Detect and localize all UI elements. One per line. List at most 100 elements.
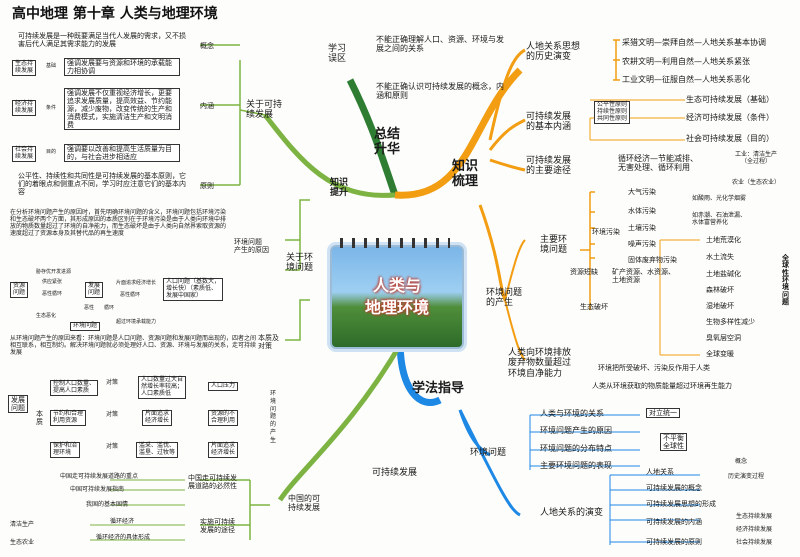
xuexi-item-1: 不能正确理解人口、资源、环境与发展之间的关系 <box>376 35 504 54</box>
kcx-d-item-2: 中国可持续发展指南 <box>70 486 125 493</box>
fig-l4: 片面追求经济增长 <box>116 280 157 286</box>
binder-rings <box>340 238 450 248</box>
kcx-daolu: 中国走可持续发 展道路的必然性 <box>188 474 237 491</box>
rendi-item-1: 采猎文明—崇拜自然—人地关系基本协调 <box>622 38 766 47</box>
fig-ziyuan: 资源 问题 <box>10 282 29 298</box>
left-jingji-text: 强调发展不仅重视经济增长，更要追求发展质量，提高效益、节约能源，减少废物，改变传… <box>64 88 180 131</box>
left-fazhan-wenti: 发展 问题 <box>8 395 28 414</box>
xf-rendi-sub-3: 可持续发展思想的形成 <box>646 500 716 508</box>
kcx-gongye: 工业：清洁生产 （全过程） <box>735 151 778 165</box>
hj-wuran: 环境污染 <box>592 228 620 236</box>
fig-hj: 环境问题 <box>70 322 101 331</box>
left-guanyu-hj: 关于环 境问题 <box>286 253 314 274</box>
xf-bupingheng: 不平衡 全球性 <box>660 433 687 452</box>
kcx-neihan-item-3: 社会可持续发展（目的） <box>686 134 774 143</box>
left-mudi: 目的 <box>46 149 57 155</box>
left-benzhi: 本质及 对策 <box>258 334 279 351</box>
xf-neihan-3: 社会持续发展 <box>736 539 773 546</box>
rendi-item-2: 农耕文明—利用自然—人地关系紧张 <box>622 57 750 66</box>
quanqiu-label: 全球性环境问题 <box>782 254 789 307</box>
xf-rendi-sub-2: 可持续发展的概念 <box>646 484 702 492</box>
xf-duili: 对立统一 <box>646 408 680 419</box>
kcx-xunhuan: 循环经济 <box>110 518 135 525</box>
kcx-shengtai-ny: 生态农业 <box>10 539 35 546</box>
center-title-line2: 地理环境 <box>364 298 429 317</box>
pollution-5: 固体废弃物污染 <box>628 256 677 264</box>
rendi-label: 人地关系思想 的历史演变 <box>526 42 581 63</box>
xf-gainian: 概念 <box>735 458 748 465</box>
left-chansheng-yy: 环境问题 产生的原因 <box>234 238 269 255</box>
left-yuanze: 原则 <box>200 182 214 190</box>
branch-zongjie: 总结 升华 <box>374 127 401 157</box>
fig-l6: 生态恶化 <box>36 313 57 319</box>
left-shehui: 社会持 续发展 <box>12 146 37 162</box>
center-title-line1: 人类与 <box>372 276 421 295</box>
hj-p2: 人类从环境获取的物质能量超过环境再生能力 <box>592 382 732 390</box>
pohuai-8: 全球变暖 <box>706 350 734 358</box>
xf-lishi: 历史演变过程 <box>728 473 765 480</box>
left-renkou-sd: 人口数量过大自 然增长率较高； 人口素质低 <box>138 376 187 399</box>
left-yy-text: 在分析环境问题产生的原因时，首先明确环境问题的含义，环境问题包括环境污染和生态破… <box>10 209 227 237</box>
left-gainian-text: 可持续发展是一种既要满足当代人发展的需求，又不损害后代人满足其需求能力的发展 <box>18 32 186 49</box>
xf-item-1: 人类与环境的关系 <box>540 409 604 418</box>
xf-item-4: 主要环境问题的表现 <box>540 461 612 470</box>
rendi-item-3: 工业文明—征服自然—人地关系恶化 <box>622 75 750 84</box>
pollution-2: 水体污染 <box>628 207 656 215</box>
left-jingji: 经济持 续发展 <box>12 100 37 116</box>
pollution-cause-2: 如赤潮、石油泄漏、 水体富营养化 <box>692 212 747 226</box>
pollution-cause-1: 如酸雨、光化学烟雾 <box>692 195 747 202</box>
left-shengtai-text: 强调发展要与资源和环境的承载能力相协调 <box>64 58 180 77</box>
branch-zhishi: 知识 梳理 <box>452 159 479 189</box>
left-baohu: 保护和治 理环境 <box>50 442 81 458</box>
hj-chansheng-label: 环境问题 的产生 <box>486 288 523 309</box>
pohuai-4: 森林破坏 <box>706 286 734 294</box>
kcx-tujing-item: 循环经济—节能减排、 无害处理、循环利用 <box>618 154 698 173</box>
kcx-bottom-label: 可持续发展 <box>372 468 418 478</box>
xf-item-2: 环境问题产生的原因 <box>540 426 612 435</box>
hj-pohuai: 生态破坏 <box>580 303 608 311</box>
kcx-neihan-item-1: 生态可持续发展（基础） <box>686 95 774 104</box>
fig-renkou: 人口问题（基数大， 增长快）（素质低、 发展中国家） <box>163 278 224 301</box>
hj-zhuyao: 主要环 境问题 <box>540 235 568 256</box>
center-image: 人类与 地理环境 <box>330 245 464 349</box>
hj-paifang: 人类向环境排放 废弃物数量超过 环境自净能力 <box>508 348 572 379</box>
kcx-qingjie: 清洁生产 <box>10 521 35 528</box>
kcx-d-item-3: 我国的基本国情 <box>86 501 129 508</box>
fig-l3: 恶性循环 <box>42 291 63 297</box>
left-neihan: 内涵 <box>200 102 214 110</box>
left-zaocui: 滥采、滥伐、 滥垦、过牧等 <box>136 442 179 458</box>
left-tiaojian: 条件 <box>46 105 57 111</box>
left-hjwt: 环 境 问 题 的 产 生 <box>270 390 277 444</box>
kcx-tujing-label: 可持续发展 的主要途径 <box>526 156 572 177</box>
left-duice-3: 对策 <box>106 443 119 450</box>
left-shengtai: 生态持 续发展 <box>12 60 37 76</box>
left-benzhi-w: 本 质 <box>36 410 43 427</box>
left-guanyu-kcx: 关于可持 续发展 <box>246 100 283 121</box>
left-pianmian: 片面追求 经济增长 <box>208 442 239 458</box>
left-shehui-text: 强调要以改善和提高生活质量为目的，与社会进步相适应 <box>64 144 180 163</box>
kcx-neihan-item-2: 经济可持续发展（条件） <box>686 113 774 122</box>
xf-rendi-sub-4: 可持续发展的内涵 <box>646 518 702 526</box>
left-ziyuan-bheli: 资源的不 合理利用 <box>208 410 239 426</box>
left-jieyue: 节约和合理 利用资源 <box>50 410 87 426</box>
left-duice-1: 对策 <box>106 379 119 386</box>
xf-huanjing: 环境问题 <box>470 448 507 458</box>
hj-p1: 环境把所受破坏、污染反作用于人类 <box>598 364 710 372</box>
kcx-d-item-1: 中国走可持续发展道路的重点 <box>60 473 139 480</box>
fig-fazhan: 发展 问题 <box>85 282 104 298</box>
fig-l9: 循环 <box>104 305 115 311</box>
pollution-4: 噪声污染 <box>628 240 656 248</box>
xf-neihan-1: 生态持续发展 <box>736 513 773 520</box>
fig-l5: 恶性循环 <box>120 292 141 298</box>
left-benzhi-text: 从环境问题产生的原因来看：环境问题是人口问题、资源问题和发展问题而出现的，四者之… <box>10 335 257 356</box>
xf-rendi-sub-5: 可持续发展的原则 <box>646 538 702 546</box>
xuexi-item-2: 不能正确认识可持续发展的概念，内涵和原则 <box>376 82 504 101</box>
left-pianmian2: 片面追求 经济增长 <box>142 410 173 426</box>
branch-zhishi-tisheng: 知识 提升 <box>330 178 349 199</box>
xuexi-label: 学习 误区 <box>328 44 347 65</box>
pohuai-5: 湿地破坏 <box>706 302 734 310</box>
left-renkou-yl: 人口压力 <box>208 382 239 391</box>
hj-ziyuan-items: 矿产资源、水资源、 土地资源 <box>612 268 675 285</box>
kcx-shishi: 实施可持续 发展的途径 <box>200 518 235 535</box>
